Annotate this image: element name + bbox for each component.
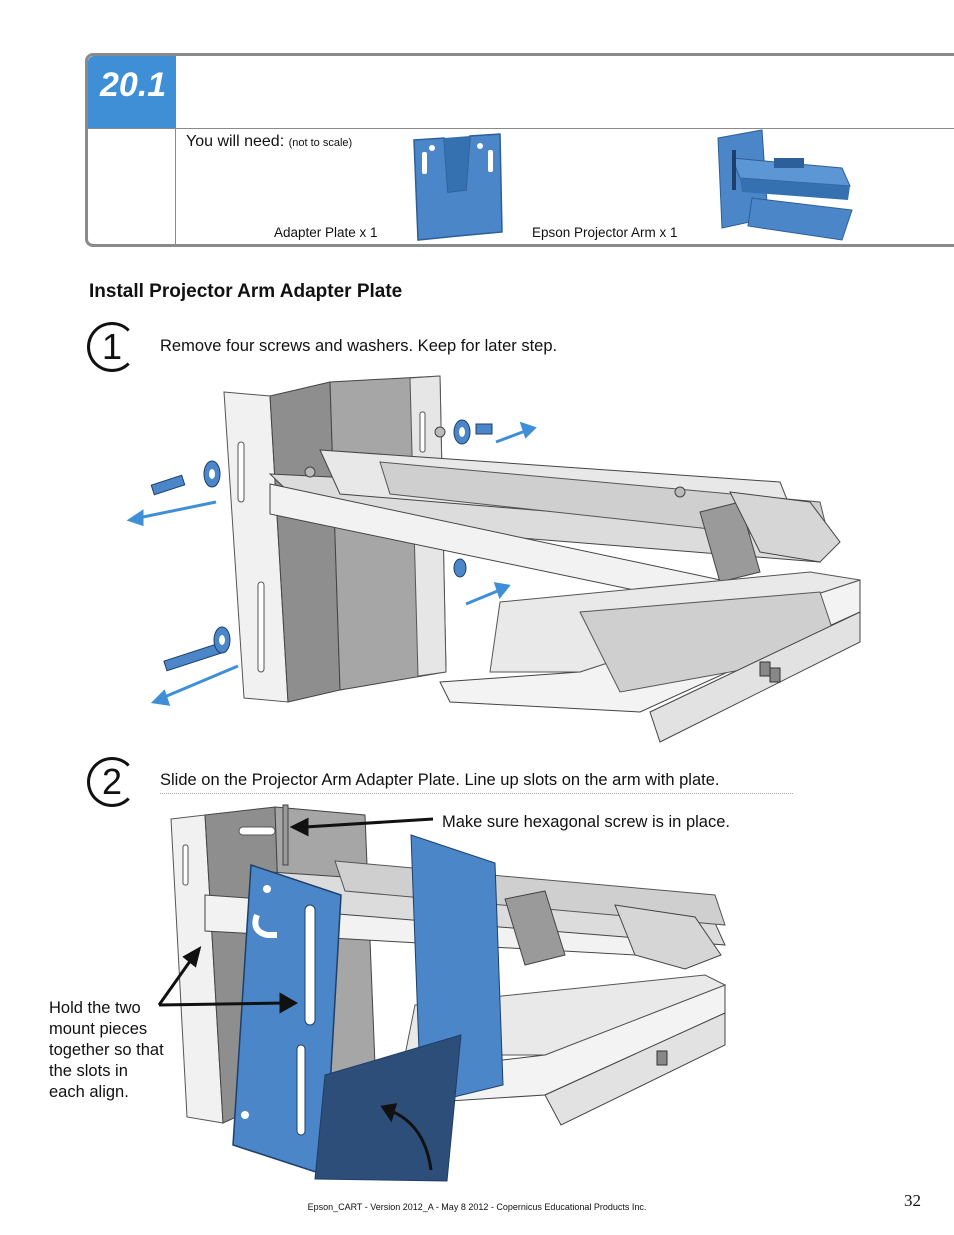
not-to-scale-note: (not to scale) <box>288 137 353 149</box>
step-number-badge: 20.1 <box>88 56 176 129</box>
screw-washer-top-right <box>453 419 493 445</box>
adapter-plate-icon <box>413 133 503 241</box>
section-title: Install Projector Arm Adapter Plate <box>89 281 403 302</box>
step-1-instruction: Remove four screws and washers. Keep for… <box>160 337 558 355</box>
step-header-box <box>85 53 954 247</box>
header-divider <box>88 128 954 129</box>
hold-pieces-note: Hold the two mount pieces together so th… <box>49 999 164 1101</box>
step-2-rule <box>160 793 793 795</box>
step-2-number: 2 <box>87 757 137 807</box>
step-number: 20.1 <box>100 66 167 104</box>
step-1-number: 1 <box>87 322 137 372</box>
step-2-instruction: Slide on the Projector Arm Adapter Plate… <box>160 771 720 789</box>
projector-arm-caption: Epson Projector Arm x 1 <box>532 225 678 240</box>
footer-text: Epson_CART - Version 2012_A - May 8 2012… <box>307 1202 647 1212</box>
screw-washer-bottom-left <box>163 626 231 672</box>
you-will-need-label: You will need: (not to scale) <box>186 133 353 150</box>
screw-washer-left <box>150 460 221 496</box>
header-column-divider <box>175 128 176 245</box>
step-2-illustration <box>157 804 727 1182</box>
hex-screw-note: Make sure hexagonal screw is in place. <box>442 813 730 831</box>
adapter-plate-caption: Adapter Plate x 1 <box>274 225 378 240</box>
page-number: 32 <box>904 1191 921 1210</box>
step-1-illustration <box>126 375 861 743</box>
projector-arm-icon <box>717 129 853 241</box>
